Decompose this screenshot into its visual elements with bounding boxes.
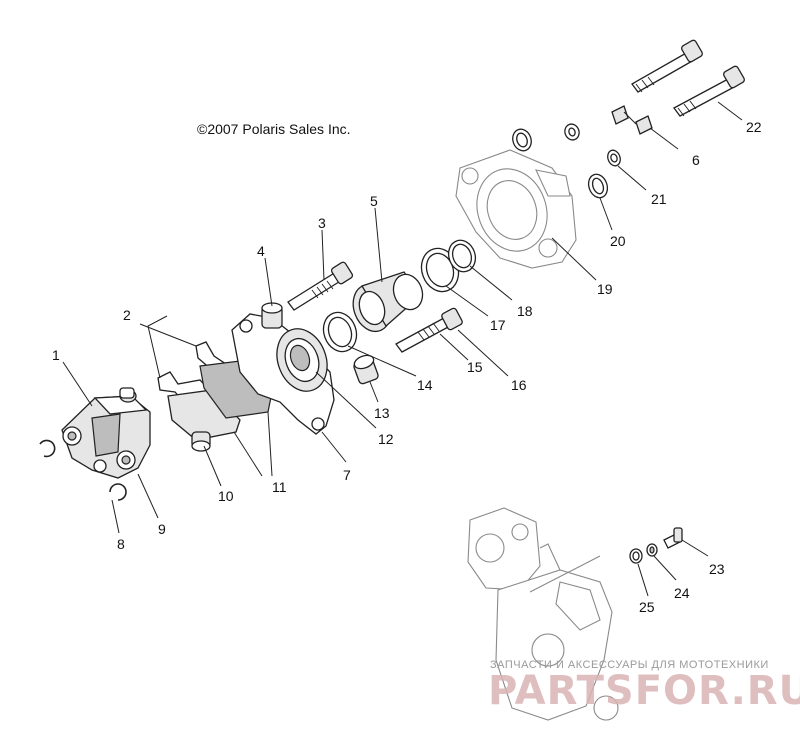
part-5-piston	[352, 271, 424, 333]
part-8-clip	[39, 439, 56, 458]
part-3-bolt	[287, 261, 354, 311]
callout-5: 5	[370, 193, 378, 209]
watermark: ЗАПЧАСТИ И АКСЕССУАРЫ ДЛЯ МОТОТЕХНИКИ PA…	[488, 659, 800, 714]
leader-lines	[62, 101, 743, 597]
callout-8: 8	[117, 536, 125, 552]
callout-1: 1	[52, 347, 60, 363]
part-19-caliper-body	[455, 149, 577, 269]
copyright-text: ©2007 Polaris Sales Inc.	[197, 121, 351, 137]
callout-4: 4	[257, 243, 265, 259]
callout-18: 18	[517, 303, 533, 319]
callout-11: 11	[272, 479, 287, 495]
callout-24: 24	[674, 585, 690, 601]
part-23-bolt	[663, 527, 683, 549]
part-10-bushing	[191, 431, 211, 452]
part-13-sleeve	[353, 354, 379, 385]
callout-6: 6	[692, 152, 700, 168]
part-1-caliper-housing	[61, 395, 151, 479]
part-small-bushing-top	[119, 387, 137, 403]
part-12-seal-ring	[276, 328, 328, 392]
part-6-bleeder-valve	[611, 105, 653, 135]
callout-25: 25	[639, 599, 655, 615]
part-18-o-ring	[447, 239, 477, 273]
callout-9: 9	[158, 521, 166, 537]
callout-13: 13	[374, 405, 390, 421]
part-9-clip	[109, 483, 127, 501]
part-14-seal-ring	[322, 311, 358, 353]
callout-12: 12	[378, 431, 394, 447]
watermark-logo: PARTSFOR.RU	[488, 668, 800, 714]
callout-16: 16	[511, 377, 527, 393]
callout-14: 14	[417, 377, 433, 393]
watermark-subtitle: ЗАПЧАСТИ И АКСЕССУАРЫ ДЛЯ МОТОТЕХНИКИ	[490, 659, 769, 671]
callout-22: 22	[746, 119, 762, 135]
caliper-assembly-mounted	[467, 507, 619, 721]
part-21-washer	[607, 149, 621, 167]
callout-10: 10	[218, 488, 234, 504]
callout-3: 3	[318, 215, 326, 231]
part-4-bushing	[261, 302, 283, 329]
part-16-bolt	[395, 307, 463, 353]
callout-20: 20	[610, 233, 626, 249]
callout-23: 23	[709, 561, 725, 577]
part-washer-top	[512, 123, 580, 152]
part-25-washer	[629, 548, 643, 564]
callout-21: 21	[651, 191, 667, 207]
part-20-washer	[587, 173, 609, 199]
callout-labels: 1 2 3 4 5 6 7 8 9 10 11 12 13 14 15 16 1…	[52, 119, 762, 615]
callout-15: 15	[467, 359, 483, 375]
part-24-washer	[646, 543, 658, 557]
callout-2: 2	[123, 307, 131, 323]
callout-19: 19	[597, 281, 613, 297]
part-22-long-bolts	[631, 39, 745, 117]
callout-7: 7	[343, 467, 351, 483]
callout-17: 17	[490, 317, 506, 333]
